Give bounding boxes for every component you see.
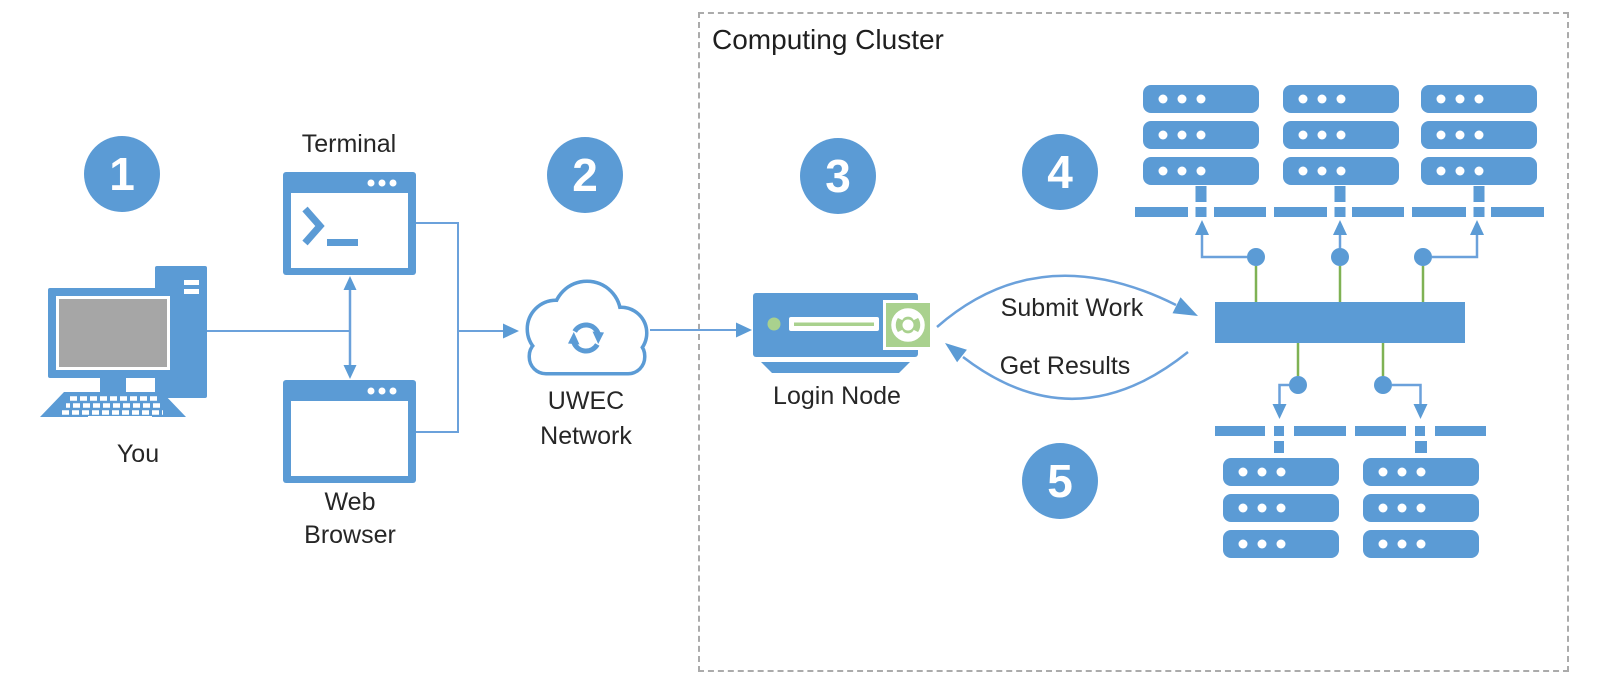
cluster-switch-icon <box>1215 302 1465 343</box>
web-browser-label-line2: Browser <box>304 521 396 549</box>
lower-network-rail-right <box>1355 426 1486 453</box>
step-badge-3: 3 <box>800 138 876 214</box>
downlink-arrow-right <box>1374 343 1428 419</box>
upper-network-rail-icon <box>1135 186 1544 217</box>
step-number-3: 3 <box>825 150 851 202</box>
login-node-base <box>761 362 910 373</box>
apps-junction-bracket <box>416 222 459 433</box>
network-to-login-arrow <box>650 322 752 338</box>
dispatch-arrow-middle <box>1331 220 1349 302</box>
sync-icon <box>568 322 604 354</box>
step-badge-5: 5 <box>1022 443 1098 519</box>
compute-rack-top-left <box>1143 85 1259 185</box>
network-cloud-icon <box>525 279 649 376</box>
computing-cluster-title: Computing Cluster <box>712 24 944 55</box>
lower-network-rail-left <box>1215 426 1346 453</box>
step-badge-4: 4 <box>1022 134 1098 210</box>
port-node-icon <box>1414 248 1432 266</box>
step-badge-2: 2 <box>547 137 623 213</box>
network-label-line2: Network <box>540 422 632 450</box>
apps-to-network-arrow <box>458 323 519 339</box>
desktop-computer-icon <box>40 266 207 419</box>
terminal-window-icon <box>283 172 416 275</box>
computing-cluster-box <box>698 12 1569 672</box>
you-label: You <box>116 440 160 468</box>
compute-rack-bottom-left <box>1223 458 1339 558</box>
compute-rack-top-middle <box>1283 85 1399 185</box>
bidirectional-arrow-icon <box>343 276 357 379</box>
window-dots-icon <box>367 179 375 187</box>
step-number-4: 4 <box>1047 146 1073 198</box>
web-browser-label: Web Browser <box>304 486 396 552</box>
dispatch-arrow-right <box>1414 220 1484 302</box>
web-browser-label-line1: Web <box>324 488 376 516</box>
network-label-line1: UWEC <box>547 387 625 415</box>
step-number-1: 1 <box>109 148 135 200</box>
step-badge-1: 1 <box>84 136 160 212</box>
submit-work-label: Submit Work <box>1000 294 1144 322</box>
window-dots-icon <box>367 387 375 395</box>
led-icon <box>767 317 781 331</box>
browser-window-icon <box>283 380 416 483</box>
port-node-icon <box>1247 248 1265 266</box>
compute-rack-bottom-right <box>1363 458 1479 558</box>
port-node-icon <box>1289 376 1307 394</box>
port-node-icon <box>1331 248 1349 266</box>
login-node-icon <box>753 293 933 373</box>
login-node-label: Login Node <box>773 382 901 410</box>
submit-work-arrow-icon <box>936 274 1198 328</box>
step-number-5: 5 <box>1047 455 1073 507</box>
terminal-label: Terminal <box>301 130 397 158</box>
get-results-label: Get Results <box>999 352 1131 380</box>
downlink-arrow-left <box>1272 343 1307 419</box>
prompt-cursor-icon <box>327 239 358 246</box>
step-number-2: 2 <box>572 149 598 201</box>
port-node-icon <box>1374 376 1392 394</box>
get-results-arrow-icon <box>945 343 1189 400</box>
fan-icon <box>883 300 933 350</box>
network-label: UWEC Network <box>540 384 632 454</box>
compute-rack-top-right <box>1421 85 1537 185</box>
prompt-chevron-icon <box>302 206 325 246</box>
dispatch-arrow-left <box>1195 220 1265 302</box>
